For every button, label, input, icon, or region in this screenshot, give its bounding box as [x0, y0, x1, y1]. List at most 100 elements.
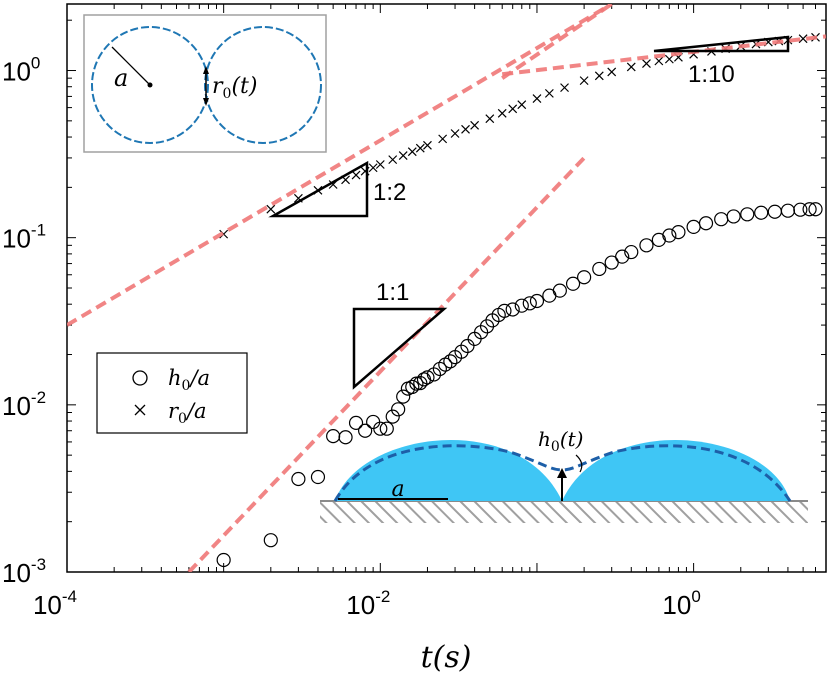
- height-label: h0(t): [538, 427, 583, 455]
- data-point-h0: [808, 202, 823, 217]
- data-point-h0: [497, 303, 512, 318]
- data-point-r0: [375, 160, 385, 169]
- data-point-r0: [388, 155, 398, 165]
- data-point-r0: [407, 147, 417, 157]
- data-point-r0: [579, 76, 589, 86]
- data-point-h0: [420, 370, 435, 385]
- data-point-r0: [560, 83, 569, 93]
- data-point-h0: [577, 270, 592, 285]
- data-layer: [216, 32, 823, 568]
- data-point-r0: [438, 134, 448, 144]
- data-point-h0: [671, 224, 686, 240]
- x-axis-label: t(s): [421, 640, 472, 675]
- data-point-h0: [373, 421, 388, 436]
- reference-line: [67, 4, 613, 327]
- data-point-r0: [266, 204, 276, 214]
- slope-label-1-1: 1:1: [376, 279, 409, 306]
- data-point-r0: [626, 62, 636, 72]
- data-point-h0: [505, 302, 520, 317]
- data-point-r0: [642, 59, 651, 69]
- data-point-r0: [423, 140, 432, 150]
- data-point-h0: [310, 469, 326, 485]
- x-tick-label: 10-4: [33, 587, 77, 620]
- data-point-h0: [615, 249, 630, 264]
- neck-arrow-head-top: [203, 66, 209, 74]
- data-point-r0: [664, 54, 674, 64]
- circle-right: [204, 26, 322, 144]
- slope-triangle-1-1: 1:1: [352, 279, 448, 390]
- data-point-r0: [654, 56, 664, 66]
- drop-right: [562, 440, 790, 501]
- circle-left: [91, 26, 209, 144]
- data-point-h0: [714, 212, 729, 227]
- drop-left: [335, 440, 562, 501]
- data-point-h0: [338, 430, 353, 445]
- data-point-h0: [754, 205, 769, 220]
- data-point-h0: [514, 298, 529, 313]
- data-point-h0: [413, 375, 428, 391]
- circle-radius-line: [111, 46, 151, 86]
- drop-dashed-outline: [333, 444, 792, 502]
- data-point-r0: [485, 114, 495, 124]
- triangle-1-2: [268, 160, 369, 218]
- data-point-r0: [497, 108, 507, 118]
- data-point-h0: [396, 389, 411, 404]
- legend-circle-marker: [132, 370, 148, 386]
- data-point-h0: [522, 296, 537, 311]
- slope-label-1-2: 1:2: [373, 179, 406, 206]
- data-point-h0: [604, 255, 619, 270]
- reference-line: [187, 156, 586, 572]
- circle-radius-label: a: [114, 64, 128, 92]
- data-point-r0: [461, 124, 470, 134]
- legend: h0/a r0/a: [96, 352, 248, 434]
- data-point-r0: [219, 229, 229, 239]
- data-point-h0: [405, 379, 420, 395]
- x-tick-label: 100: [662, 587, 700, 620]
- inset-drops-diagram: a h0(t): [320, 427, 808, 523]
- data-point-h0: [348, 415, 364, 430]
- legend-entry-r0: r0/a: [168, 399, 207, 427]
- x-tick-label: 10-2: [346, 587, 390, 620]
- reference-lines: [67, 4, 826, 572]
- data-point-r0: [607, 67, 617, 77]
- data-point-r0: [532, 94, 542, 103]
- triangle-1-1: [352, 307, 448, 390]
- data-point-h0: [793, 202, 808, 217]
- data-point-h0: [686, 219, 701, 235]
- data-point-r0: [351, 170, 361, 180]
- data-point-h0: [726, 209, 741, 224]
- data-point-h0: [662, 228, 677, 243]
- inset-circles-diagram: a r0(t): [83, 14, 327, 153]
- legend-box: [96, 352, 248, 434]
- data-point-h0: [263, 533, 278, 548]
- data-point-h0: [216, 552, 231, 568]
- data-point-h0: [358, 423, 373, 438]
- slope-triangle-1-10: 1:10: [653, 35, 790, 88]
- data-point-h0: [767, 204, 782, 219]
- data-point-h0: [565, 276, 581, 291]
- data-point-h0: [740, 207, 755, 222]
- data-point-h0: [639, 238, 654, 253]
- data-point-r0: [594, 71, 604, 81]
- data-point-r0: [450, 129, 460, 138]
- neck-arrow-head-bottom: [203, 98, 209, 106]
- legend-entry-h0: h0/a: [168, 366, 210, 394]
- data-point-r0: [517, 100, 527, 110]
- y-tick-label: 100: [2, 54, 40, 87]
- data-point-h0: [592, 261, 607, 277]
- y-tick-label: 10-1: [2, 221, 46, 254]
- data-point-r0: [368, 163, 378, 173]
- triangle-1-10: [653, 35, 790, 53]
- data-point-h0: [698, 216, 714, 231]
- data-point-h0: [432, 361, 447, 377]
- data-point-r0: [415, 143, 425, 153]
- data-point-h0: [552, 283, 567, 298]
- data-point-h0: [366, 414, 381, 430]
- data-point-h0: [326, 429, 341, 444]
- reference-line: [501, 4, 613, 80]
- y-tick-label: 10-2: [2, 388, 46, 421]
- slope-label-1-10: 1:10: [688, 61, 735, 88]
- data-point-h0: [391, 402, 406, 417]
- data-point-r0: [544, 88, 554, 98]
